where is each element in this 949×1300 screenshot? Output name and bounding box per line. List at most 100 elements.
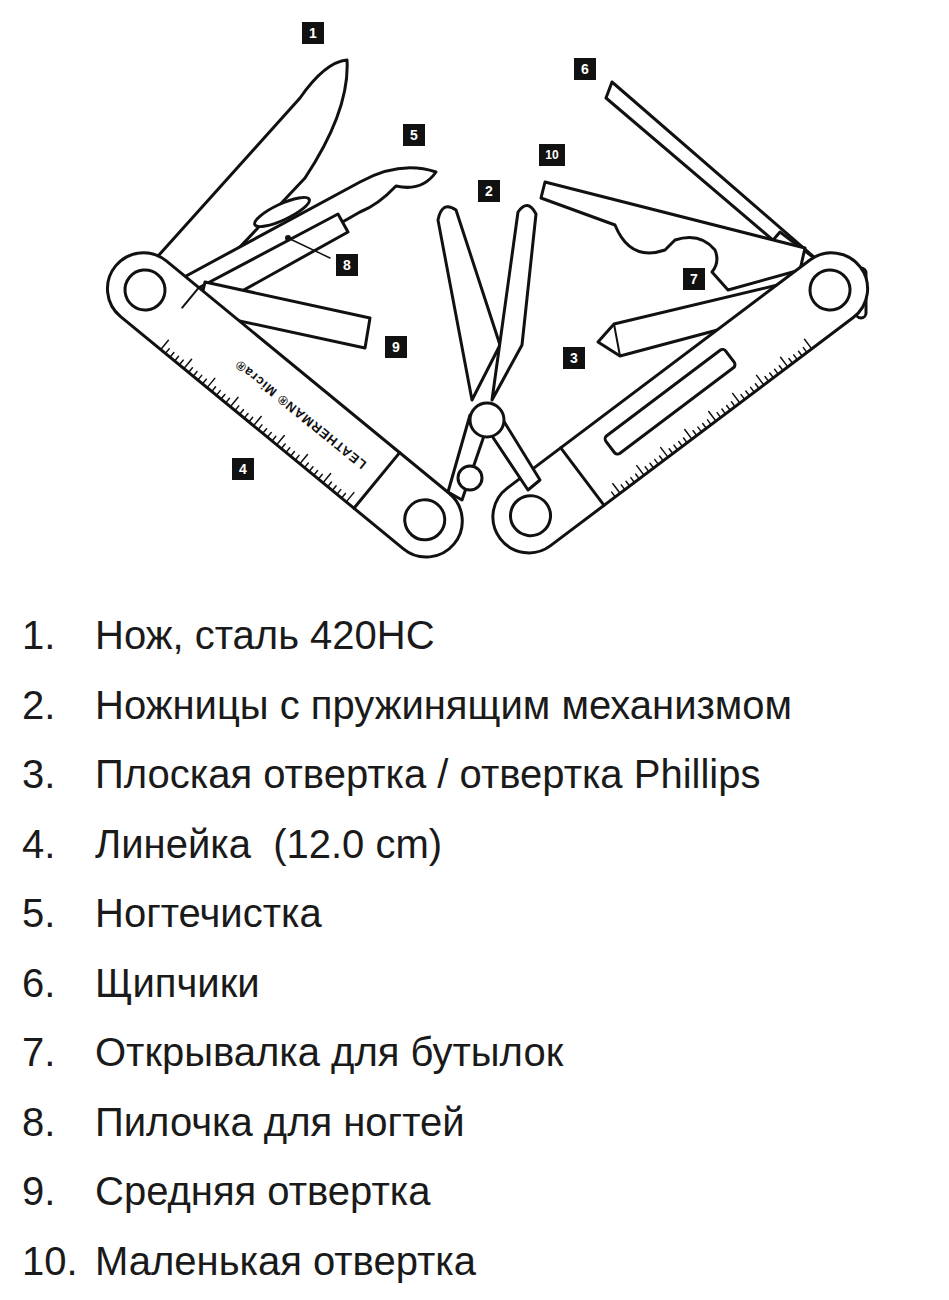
part-name: Линейка (12.0 cm) [95,821,442,867]
ruler-tick [291,452,295,457]
list-number: 2. [22,682,55,728]
list-number: 4. [22,821,55,867]
ruler-tick [674,445,678,450]
ruler-tick [240,410,244,415]
bottle-opener [541,182,805,290]
list-number: 10. [22,1238,78,1284]
leader-dot [285,235,291,241]
ruler-tick [684,438,688,443]
scissors-blade [492,205,536,400]
ruler-tick [636,474,640,479]
callout-number: 6 [574,58,596,80]
list-number: 9. [22,1168,55,1214]
ruler-tick [295,455,299,460]
ruler-tick [781,357,788,367]
callout-number: 4 [232,458,254,480]
ruler-tick [230,397,238,406]
ruler-tick [770,373,774,378]
left-handle [93,238,477,572]
part-name: Нож, сталь 420HC [95,612,435,658]
part-name: Маленькая отвертка [95,1238,476,1284]
ruler-tick [170,353,174,358]
ruler-tick [751,387,755,392]
ruler-tick [645,467,649,472]
ruler-tick [799,351,803,356]
list-number: 5. [22,890,55,936]
callout-number: 7 [683,268,705,290]
right-handle [478,238,882,567]
ruler-tick [679,442,683,447]
scissors-spring [458,466,482,490]
ruler-tick [661,448,668,458]
part-name: Пилочка для ногтей [95,1099,465,1145]
ruler-tick [637,466,644,476]
ruler-tick [342,493,346,498]
ruler-tick [612,492,616,497]
ruler-tick [346,493,354,502]
ruler-tick [631,478,635,483]
nail-file-slot [251,192,312,232]
list-number: 8. [22,1099,55,1145]
ruler-tick [267,433,271,438]
ruler-tick [765,377,769,382]
ruler-tick [281,444,285,449]
scissors-pivot [470,403,504,437]
ruler-tick [300,455,308,464]
ruler-tick [709,411,716,421]
ruler-tick [755,384,759,389]
ruler-tick [703,423,707,428]
part-name: Открывалка для бутылок [95,1029,563,1075]
ruler-tick [337,490,341,495]
part-name: Щипчики [95,960,260,1006]
ruler-tick [803,348,807,353]
ruler-tick [685,430,692,440]
ruler-tick [161,340,169,349]
ruler-tick [621,485,625,490]
ruler-tick [731,402,735,407]
ruler-tick [263,429,267,434]
ruler-tick [221,394,225,399]
ruler-tick [650,463,654,468]
ruler-tick [332,486,336,491]
ruler-tick [757,375,764,385]
callout-number: 1 [302,22,324,44]
ruler-tick [189,368,193,373]
ruler-tick [741,395,745,400]
ruler-tick [254,416,262,425]
callout-number: 3 [563,347,585,369]
ruler-tick [655,460,659,465]
ruler-tick [717,413,721,418]
part-name: Средняя отвертка [95,1168,430,1214]
ruler-tick [698,427,702,432]
ruler-tick [244,413,248,418]
ruler-tick [212,387,216,392]
ruler-tick [175,356,179,361]
scissors-blade [438,207,500,400]
list-number: 7. [22,1029,55,1075]
part-name: Ножницы с пружинящим механизмом [95,682,792,728]
callout-number: 5 [403,124,425,146]
ruler-tick [179,360,183,365]
ruler-tick [707,420,711,425]
ruler-tick [226,398,230,403]
ruler-tick [286,448,290,453]
ruler-tick [277,435,285,444]
ruler-tick [216,391,220,396]
ruler-tick [805,339,812,349]
part-name: Ногтечистка [95,890,322,936]
ruler-tick [309,467,313,472]
ruler-tick [207,378,215,387]
ruler-tick [746,391,750,396]
ruler-tick [794,355,798,360]
ruler-tick [272,436,276,441]
callout-number: 9 [385,336,407,358]
ruler-tick [733,393,740,403]
ruler-tick [193,372,197,377]
ruler-tick [165,349,169,354]
phillips-tip [614,324,620,356]
ruler-tick [198,375,202,380]
ruler-tick [660,456,664,461]
callout-number: 2 [478,180,500,202]
ruler-tick [235,406,239,411]
callout-number: 10 [539,144,565,166]
